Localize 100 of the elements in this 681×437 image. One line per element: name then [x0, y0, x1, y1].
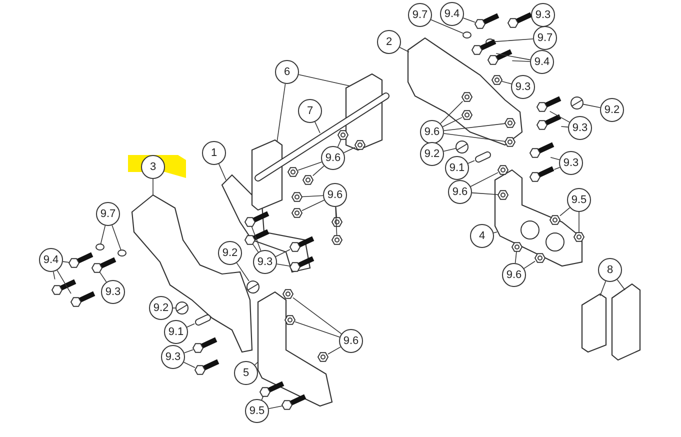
callout-number: 9.3: [253, 250, 277, 274]
callout-number: 8: [598, 258, 622, 282]
callout-number: 9.3: [101, 280, 125, 304]
leader-line: [276, 264, 290, 267]
leader-line: [468, 160, 475, 164]
bolt: [474, 13, 500, 29]
bolt: [244, 211, 270, 227]
callout-number: 9.6: [323, 183, 347, 207]
callout-number: 9.6: [339, 329, 363, 353]
callout-number: 9.5: [567, 188, 591, 212]
callout-number: 2: [377, 30, 401, 54]
leader-line: [183, 362, 196, 368]
leader-line: [524, 260, 536, 269]
nut: [497, 165, 509, 175]
callout-number: 9.1: [164, 320, 188, 344]
leader-line: [312, 166, 324, 176]
leader-line: [472, 192, 498, 196]
nut: [573, 232, 585, 242]
bracket-plate: [581, 293, 607, 353]
bolt: [471, 39, 496, 55]
leader-line: [343, 147, 356, 154]
bolt: [289, 256, 314, 272]
leader-line: [236, 262, 250, 282]
nut: [331, 217, 343, 227]
bracket-plate: [257, 291, 333, 407]
leader-line: [294, 321, 340, 338]
callout-number: 4: [470, 224, 494, 248]
callout-number: 9.4: [530, 50, 554, 74]
leader-line: [560, 207, 570, 216]
bolt: [68, 252, 94, 268]
nut: [291, 208, 303, 218]
bolt: [536, 114, 562, 130]
leader-line: [152, 178, 154, 196]
bolt: [192, 337, 218, 353]
callout-number: 9.4: [440, 2, 464, 26]
callout-number: 9.5: [245, 399, 269, 423]
leader-line: [554, 166, 560, 170]
nut: [291, 192, 303, 202]
callout-number: 9.4: [39, 248, 63, 272]
nut: [354, 140, 366, 150]
clip-ring: [570, 96, 584, 110]
washer: [96, 244, 104, 250]
bolt: [70, 291, 96, 307]
leader-line: [314, 122, 320, 134]
leader-line: [514, 250, 517, 264]
bolt: [244, 229, 270, 245]
leader-line: [56, 270, 72, 294]
callout-number: 9.2: [420, 142, 444, 166]
leader-line: [218, 164, 226, 180]
callout-number: 9.3: [511, 75, 535, 99]
leader-line: [186, 323, 195, 328]
callout-number: 9.3: [161, 345, 185, 369]
leader-line: [616, 279, 626, 290]
leader-line: [549, 110, 570, 123]
bolt: [487, 49, 512, 65]
leader-line: [600, 280, 606, 296]
callout-number: 9.1: [445, 156, 469, 180]
callout-number: 9.2: [600, 98, 624, 122]
callout-number: 9.6: [448, 180, 472, 204]
nut: [282, 289, 294, 299]
washer: [118, 250, 126, 256]
leader-line: [298, 74, 350, 86]
callout-number: 9.2: [149, 296, 173, 320]
bolt: [529, 166, 554, 182]
leader-line: [560, 126, 568, 128]
nut: [534, 253, 546, 263]
leader-line: [582, 104, 601, 108]
leader-line: [276, 83, 286, 142]
bracket-plate: [131, 194, 253, 353]
leader-line: [292, 297, 342, 334]
leader-line: [328, 346, 341, 355]
leader-line: [430, 19, 464, 34]
bolt: [259, 381, 284, 397]
nut: [317, 352, 329, 362]
callout-number: 6: [275, 60, 299, 84]
leader-line: [494, 38, 534, 42]
leader-line: [470, 172, 498, 187]
leader-line: [502, 80, 512, 84]
leader-line: [298, 162, 322, 171]
bolt: [536, 96, 562, 112]
pin: [194, 313, 212, 327]
callout-number: 9.6: [502, 263, 526, 287]
callout-number: 3: [141, 155, 165, 179]
leader-line: [52, 271, 56, 280]
leader-line: [335, 206, 338, 236]
bolt: [91, 257, 116, 273]
leader-line: [512, 60, 530, 62]
washer: [462, 32, 472, 38]
callout-number: 9.7: [96, 202, 120, 226]
leader-line: [252, 244, 259, 252]
leader-line: [578, 212, 580, 234]
clip-ring: [246, 280, 260, 294]
callout-number: 9.7: [533, 26, 557, 50]
leader-line: [100, 225, 106, 244]
leader-line: [335, 206, 338, 218]
rod: [254, 92, 390, 182]
leader-line: [62, 261, 70, 263]
leader-line: [302, 195, 324, 198]
leader-line: [251, 226, 262, 252]
nut: [511, 242, 523, 252]
